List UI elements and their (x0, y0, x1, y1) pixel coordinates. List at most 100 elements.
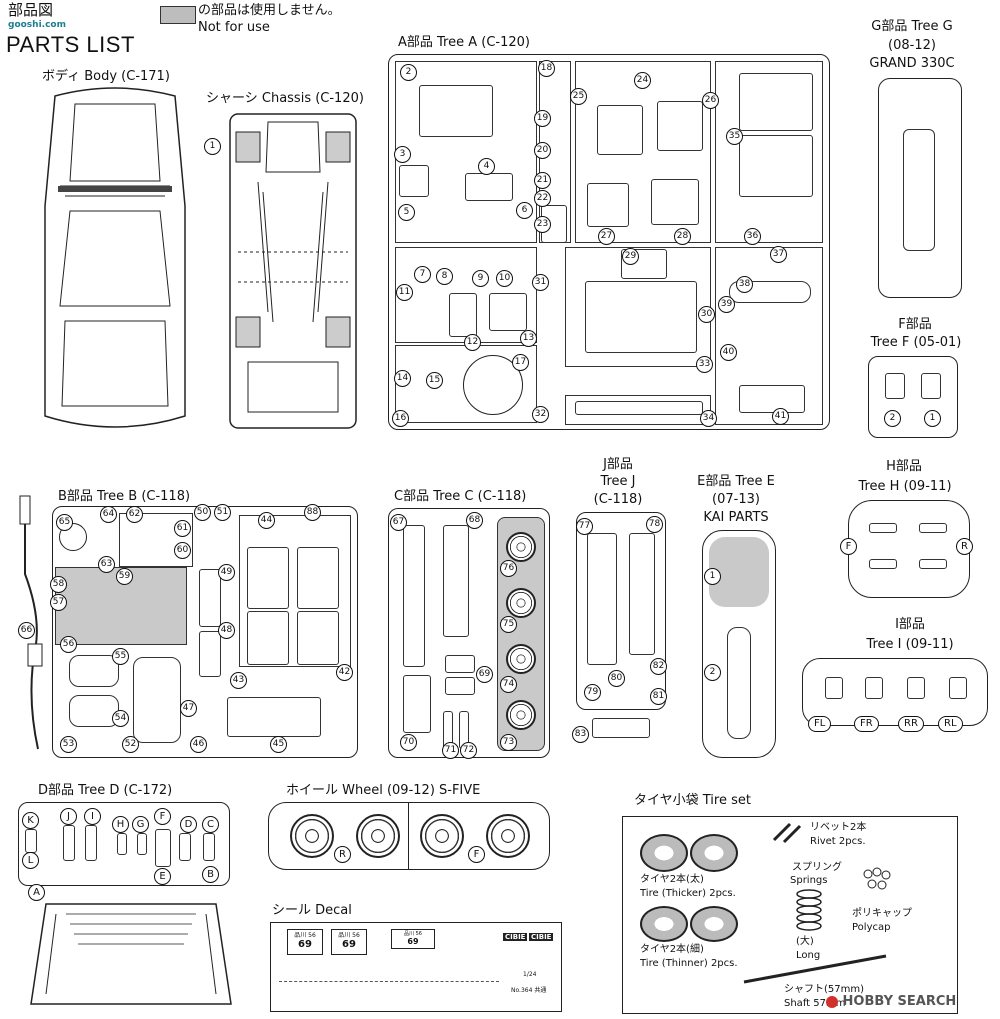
spring-icon (796, 889, 822, 931)
wheel-front-marker: F (468, 846, 485, 863)
part-number: 16 (392, 410, 409, 427)
decal-note: No.364 共通 (511, 987, 547, 994)
part-number: 20 (534, 142, 551, 159)
part-number: 13 (520, 330, 537, 347)
part-letter: D (180, 816, 197, 833)
tree-j-label-2: Tree J (600, 474, 636, 489)
part-number: 55 (112, 648, 129, 665)
tree-h-label-1: H部品 (886, 459, 922, 474)
tree-f-frame (868, 356, 958, 438)
part-letter: E (154, 868, 171, 885)
tree-d-frame (18, 802, 230, 886)
watermark-bottom-text: HOBBY SEARCH (842, 994, 957, 1009)
part-number: 32 (532, 406, 549, 423)
wheel-icon (290, 814, 334, 858)
tree-g-label-2: (08-12) (888, 38, 936, 53)
part-letter: A (28, 884, 45, 901)
tire-thick-icon (640, 834, 688, 872)
part-number: 1 (704, 568, 721, 585)
part-number: 22 (534, 190, 551, 207)
part-number: 2 (704, 664, 721, 681)
part-number: 44 (258, 512, 275, 529)
tree-f-label-1: F部品 (898, 317, 932, 332)
part-letter: I (84, 808, 101, 825)
spring-long-ja: (大) (796, 936, 814, 947)
part-number: 60 (174, 542, 191, 559)
part-number: 24 (634, 72, 651, 89)
rivet-icon (772, 822, 802, 844)
part-number: 53 (60, 736, 77, 753)
part-number: 52 (122, 736, 139, 753)
tire-thick-icon (690, 834, 738, 872)
part-number: 33 (696, 356, 713, 373)
part-number: 45 (270, 736, 287, 753)
part-number: 82 (650, 658, 667, 675)
part-letter: L (22, 852, 39, 869)
shaft-icon (743, 954, 887, 984)
side-marker-front: F (840, 538, 857, 555)
part-number: 68 (466, 512, 483, 529)
part-number: 36 (744, 228, 761, 245)
part-number: 15 (426, 372, 443, 389)
part-number: 75 (500, 616, 517, 633)
tree-e-label-1: E部品 Tree E (697, 474, 775, 489)
tree-i-label-2: Tree I (09-11) (866, 637, 954, 652)
part-letter: H (112, 816, 129, 833)
part-number: 57 (50, 594, 67, 611)
part-number: 47 (180, 700, 197, 717)
spring-ja: スプリング (792, 862, 842, 873)
tree-i-label-1: I部品 (895, 617, 925, 632)
part-number: 50 (194, 504, 211, 521)
part-number: 41 (772, 408, 789, 425)
part-number: 5 (398, 204, 415, 221)
wheel-label: ホイール Wheel (09-12) S-FIVE (286, 783, 481, 798)
title-ja: 部品図 (8, 1, 54, 19)
decal-label: シール Decal (272, 903, 352, 918)
tire-position-tag: FR (854, 716, 879, 732)
part-number: 11 (396, 284, 413, 301)
windows-part-a (30, 903, 232, 1005)
tire-thick-ja: タイヤ2本(太) (640, 874, 704, 885)
part-number: 54 (112, 710, 129, 727)
part-number: 34 (700, 410, 717, 427)
part-number: 65 (56, 514, 73, 531)
part-number: 81 (650, 688, 667, 705)
decal-plate-number: 69 (298, 939, 312, 950)
part-number: 59 (116, 568, 133, 585)
decal-plate-text: 品川 56 (338, 932, 360, 939)
part-number: 83 (572, 726, 589, 743)
part-number: 76 (500, 560, 517, 577)
spring-en: Springs (790, 875, 828, 886)
wheel-icon (506, 700, 536, 730)
tree-g-frame (878, 78, 962, 298)
part-number: 29 (622, 248, 639, 265)
tree-j-frame (576, 512, 666, 710)
tree-j-label-1: J部品 (603, 457, 633, 472)
tire-thin-icon (690, 906, 738, 942)
decal-brand: CIBIE (529, 933, 554, 941)
tree-g-label-3: GRAND 330C (869, 56, 955, 71)
legend-en: Not for use (198, 20, 270, 35)
rivet-en: Rivet 2pcs. (810, 836, 866, 847)
part-number: 42 (336, 664, 353, 681)
tree-e-frame (702, 530, 776, 758)
part-number: 62 (126, 506, 143, 523)
tree-b-frame (52, 506, 358, 758)
tree-h-frame (848, 500, 970, 598)
tree-e-label-3: KAI PARTS (703, 510, 769, 525)
tire-set-label: タイヤ小袋 Tire set (634, 793, 751, 808)
legend-ja: の部品は使用しません。 (198, 3, 341, 18)
part-number: 18 (538, 60, 555, 77)
chassis-label: シャーシ Chassis (C-120) (206, 91, 364, 106)
part-number: 70 (400, 734, 417, 751)
part-number: 71 (442, 742, 459, 759)
part-number: 19 (534, 110, 551, 127)
rivet-ja: リベット2本 (810, 822, 867, 833)
tire-thin-en: Tire (Thinner) 2pcs. (640, 958, 738, 969)
part-letter: C (202, 816, 219, 833)
part-letter: J (60, 808, 77, 825)
tire-position-tag: RL (938, 716, 963, 732)
part-number: 64 (100, 506, 117, 523)
tree-f-label-2: Tree F (05-01) (870, 335, 962, 350)
part-number: 74 (500, 676, 517, 693)
